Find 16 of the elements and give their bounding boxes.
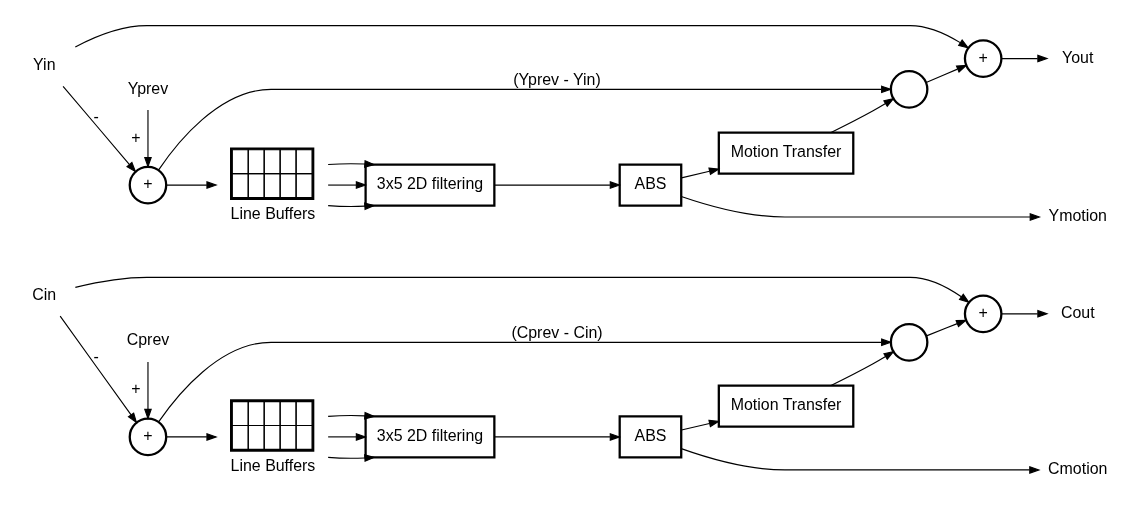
node-text: Yprev bbox=[127, 79, 169, 97]
edge-label: + bbox=[131, 380, 141, 398]
edge-label: + bbox=[131, 128, 141, 146]
node-text: Yin bbox=[33, 55, 56, 73]
node-label: Line Buffers bbox=[230, 205, 316, 223]
node-text: Cout bbox=[1060, 304, 1095, 322]
edge-label: (Yprev - Yin) bbox=[513, 71, 601, 89]
node-text: Ymotion bbox=[1048, 207, 1107, 225]
edge-label: (Cprev - Cin) bbox=[511, 323, 603, 341]
node-text: Yout bbox=[1062, 48, 1094, 66]
edge-label: - bbox=[93, 107, 99, 125]
node-text: Cmotion bbox=[1048, 460, 1108, 478]
node-label: Line Buffers bbox=[230, 457, 316, 475]
node-text: Cprev bbox=[126, 331, 170, 349]
edge-label: - bbox=[93, 347, 99, 365]
node-text: Cin bbox=[32, 285, 57, 303]
